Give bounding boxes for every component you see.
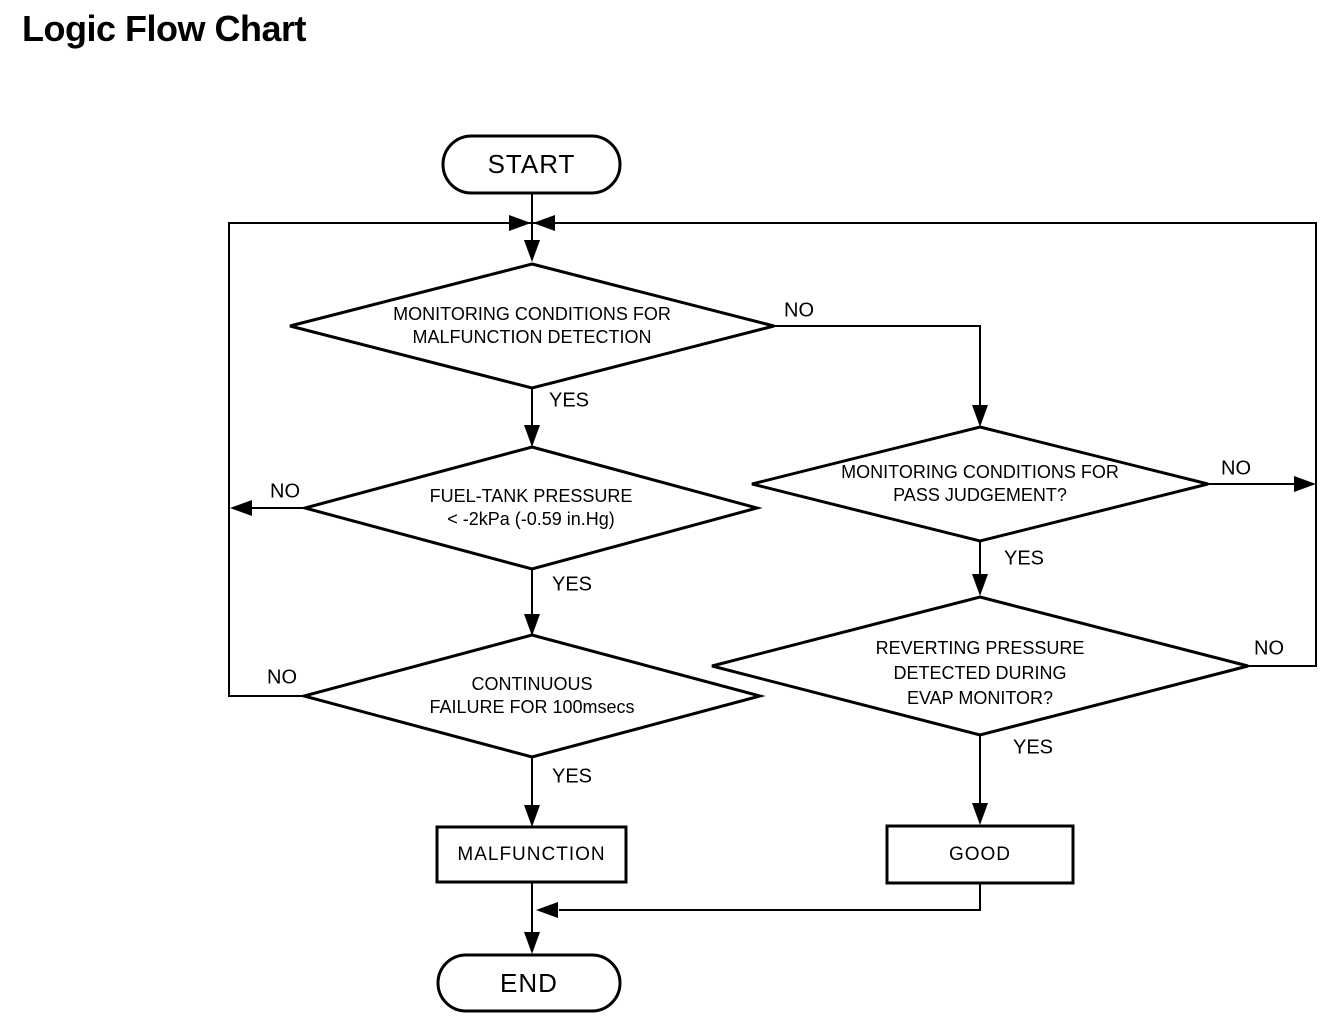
decision-reverting-pressure-shape [711, 595, 1249, 737]
start-node-shape [441, 134, 622, 195]
arrowhead-into-r1 [972, 405, 988, 427]
yes-label-r1: YES [1003, 547, 1045, 570]
decision-line: MALFUNCTION DETECTION [412, 327, 652, 347]
arrowhead-d2-no-left [230, 500, 252, 516]
arrowhead-good-join-left [536, 902, 558, 918]
good-text: GOOD [948, 844, 1012, 865]
no-label-r1: NO [1221, 457, 1251, 480]
edge-d1-no [774, 325, 981, 414]
no-label-d2: NO [270, 480, 300, 503]
edge-feedback-loop [228, 222, 1317, 697]
decision-line: CONTINUOUS [471, 674, 593, 694]
yes-label-d1: YES [548, 389, 590, 412]
decision-monitoring-pass-shape [751, 425, 1209, 543]
arrowhead-into-good [972, 803, 988, 825]
yes-label-r2: YES [1012, 736, 1054, 759]
decision-continuous-failure-shape [298, 633, 766, 759]
decision-monitoring-malfunction-label: MONITORING CONDITIONS FOR MALFUNCTION DE… [290, 264, 774, 388]
good-node-shape [885, 824, 1075, 885]
good-node-label: GOOD [887, 826, 1073, 883]
decision-fuel-tank-pressure-shape [299, 445, 763, 571]
end-node-shape [436, 953, 622, 1013]
arrowhead-into-end [524, 932, 540, 954]
arrowhead-join-right [533, 215, 555, 231]
decision-reverting-pressure-label: REVERTING PRESSURE DETECTED DURING EVAP … [712, 597, 1248, 735]
decision-line: MONITORING CONDITIONS FOR [393, 304, 671, 324]
decision-line: FUEL-TANK PRESSURE [429, 486, 633, 506]
arrowhead-into-malfunction [524, 805, 540, 827]
yes-label-d2: YES [551, 573, 593, 596]
arrowhead-r1-no-right [1294, 476, 1316, 492]
decision-line: REVERTING PRESSURE [875, 637, 1085, 658]
start-node-label: START [443, 136, 620, 193]
arrowhead-into-d3 [524, 614, 540, 636]
arrowhead-join-left [509, 215, 531, 231]
malfunction-text: MALFUNCTION [457, 844, 606, 865]
arrowhead-into-d1 [524, 240, 540, 262]
edge-good-to-join [559, 883, 981, 911]
malfunction-node-label: MALFUNCTION [437, 827, 626, 882]
decision-monitoring-malfunction-shape [289, 262, 775, 390]
decision-fuel-tank-pressure-label: FUEL-TANK PRESSURE < -2kPa (-0.59 in.Hg) [305, 447, 757, 569]
decision-line: < -2kPa (-0.59 in.Hg) [447, 509, 615, 529]
decision-line: EVAP MONITOR? [906, 687, 1054, 708]
arrowhead-into-r2 [972, 574, 988, 596]
decision-continuous-failure-label: CONTINUOUS FAILURE FOR 100msecs [304, 635, 760, 757]
decision-line: FAILURE FOR 100msecs [429, 697, 635, 717]
end-node-label: END [438, 955, 620, 1011]
no-label-r2: NO [1254, 637, 1284, 660]
decision-monitoring-pass-label: MONITORING CONDITIONS FOR PASS JUDGEMENT… [752, 427, 1208, 541]
end-text: END [500, 967, 558, 998]
decision-line: DETECTED DURING [893, 662, 1067, 683]
no-label-d1: NO [784, 299, 814, 322]
no-label-d3: NO [267, 666, 297, 689]
start-text: START [487, 149, 576, 179]
yes-label-d3: YES [551, 765, 593, 788]
malfunction-node-shape [435, 825, 628, 884]
decision-line: MONITORING CONDITIONS FOR [841, 462, 1119, 482]
arrowhead-into-d2 [524, 425, 540, 447]
decision-line: PASS JUDGEMENT? [893, 485, 1067, 505]
page-title: Logic Flow Chart [22, 8, 307, 49]
